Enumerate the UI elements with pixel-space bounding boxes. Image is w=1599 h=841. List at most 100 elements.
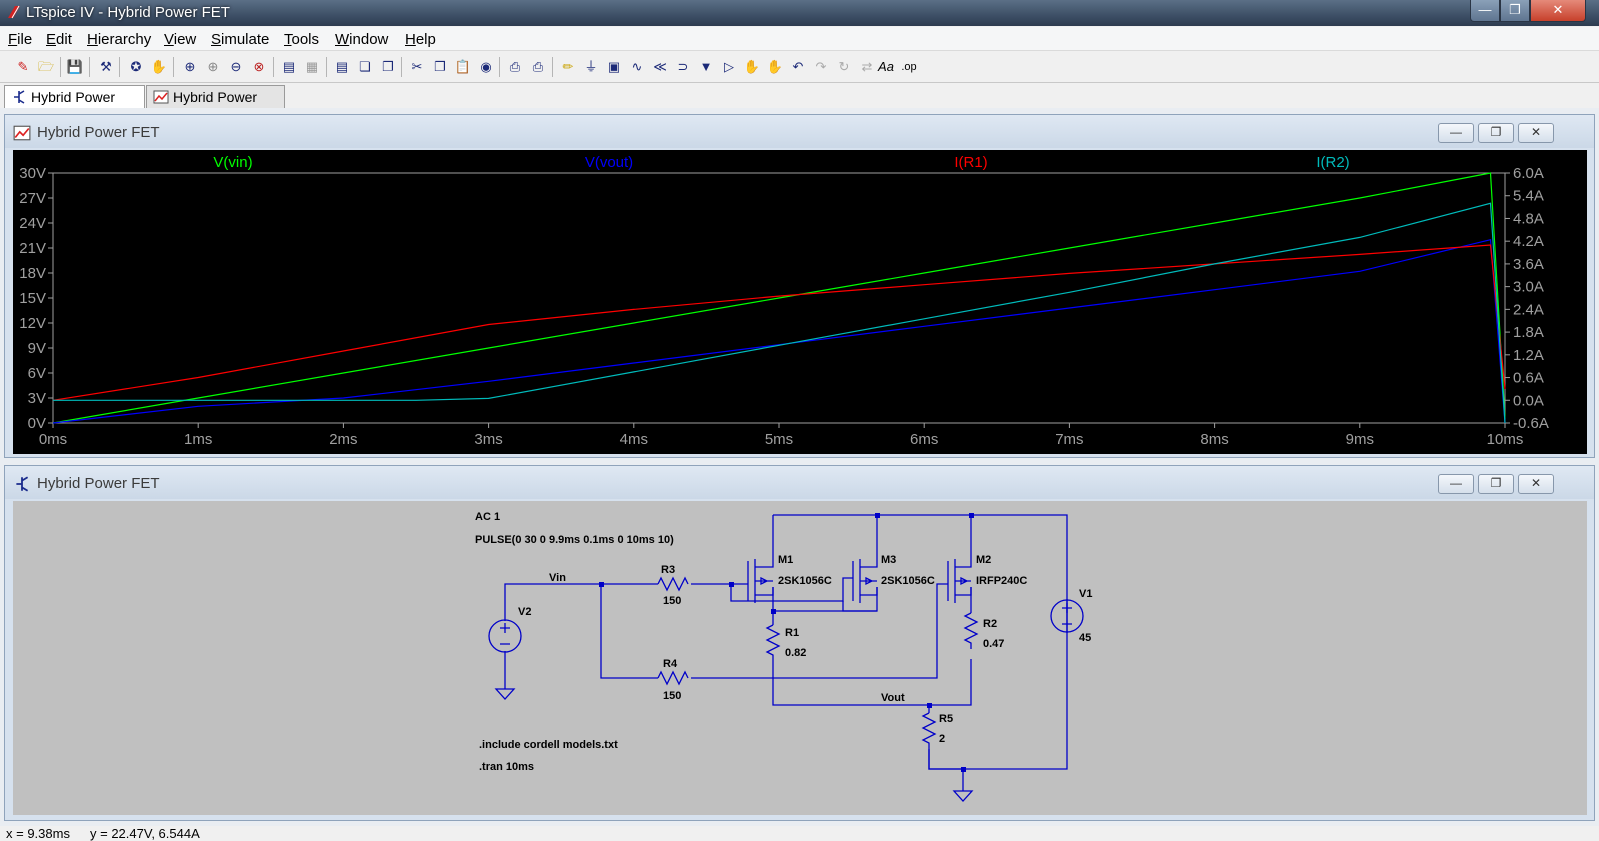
control-panel-icon[interactable]: ⚒ xyxy=(100,59,112,74)
grid-icon[interactable]: ▦ xyxy=(305,59,319,74)
series-line-ir2[interactable] xyxy=(53,202,1506,424)
net-label-vout: Vout xyxy=(881,692,905,704)
left-tick-label: 9V xyxy=(28,340,46,357)
waveform-restore-button[interactable]: ❐ xyxy=(1478,123,1514,143)
series-line-vvout[interactable] xyxy=(52,238,1506,424)
toolbar-separator xyxy=(552,57,553,77)
legend-vvin[interactable]: V(vin) xyxy=(213,154,252,171)
drag-icon[interactable]: ✋ xyxy=(766,59,784,74)
legend-ir2[interactable]: I(R2) xyxy=(1316,154,1349,171)
menu-view[interactable]: View xyxy=(164,31,197,48)
component-icon[interactable]: ▷ xyxy=(724,59,734,74)
autorange-icon[interactable]: ▤ xyxy=(282,59,296,74)
print-icon[interactable]: ⎙ xyxy=(532,59,544,74)
menu-help[interactable]: Help xyxy=(405,31,436,48)
left-tick-label: 18V xyxy=(19,265,46,282)
wire-icon[interactable]: ✏ xyxy=(562,59,574,74)
zoom-out-icon[interactable]: ⊖ xyxy=(230,59,242,74)
schematic-window: Hybrid Power FET — ❐ ✕ xyxy=(4,465,1595,821)
open-folder-icon[interactable]: 🗁 xyxy=(37,59,55,74)
redo-icon[interactable]: ↷ xyxy=(815,59,827,74)
v2-name: V2 xyxy=(518,606,531,618)
tab-schematic[interactable]: Hybrid Power FET xyxy=(4,85,145,121)
r3-value: 150 xyxy=(663,595,681,607)
spice-directive-icon[interactable]: .op xyxy=(901,61,917,73)
r5-name: R5 xyxy=(939,713,953,725)
diode-icon[interactable]: ▼ xyxy=(699,59,713,74)
copy-icon[interactable]: ❐ xyxy=(434,59,446,74)
label-net-icon[interactable]: ▣ xyxy=(607,59,621,74)
series-line-vvin[interactable] xyxy=(52,172,1506,424)
pan-icon[interactable]: ⊕ xyxy=(207,59,219,74)
waveform-window-title: Hybrid Power FET xyxy=(37,124,160,141)
r2-value: 0.47 xyxy=(983,638,1004,650)
schematic-restore-button[interactable]: ❐ xyxy=(1478,474,1514,494)
cascade-icon[interactable]: ❏ xyxy=(359,59,371,74)
m1-value: 2SK1056C xyxy=(778,575,832,587)
r3-name: R3 xyxy=(661,564,675,576)
mirror-icon[interactable]: ⇄ xyxy=(861,59,873,74)
find-icon[interactable]: ◉ xyxy=(480,59,492,74)
left-tick-label: 3V xyxy=(28,390,46,407)
x-tick-label: 7ms xyxy=(1055,431,1083,448)
ltspice-app-icon xyxy=(8,5,20,19)
run-icon[interactable]: ✪ xyxy=(130,59,142,74)
menu-file[interactable]: File xyxy=(8,31,33,48)
tile-horizontal-icon[interactable]: ▤ xyxy=(335,59,349,74)
schematic-canvas[interactable]: AC 1 PULSE(0 30 0 9.9ms 0.1ms 0 10ms 10)… xyxy=(13,501,1587,815)
print-setup-icon[interactable]: ⎙ xyxy=(509,59,521,74)
waveform-window-caption: Hybrid Power FET — ❐ ✕ xyxy=(5,115,1594,148)
zoom-in-icon[interactable]: ⊕ xyxy=(184,59,196,74)
new-schematic-icon[interactable]: ✎ xyxy=(17,59,29,74)
mdi-workspace: Hybrid Power FET — ❐ ✕ V(vin) V(vout) I(R1… xyxy=(0,108,1599,826)
menu-simulate[interactable]: Simulate xyxy=(211,31,270,48)
legend-ir1[interactable]: I(R1) xyxy=(954,154,987,171)
minimize-button[interactable]: — xyxy=(1470,0,1500,22)
zoom-fit-icon[interactable]: ⊗ xyxy=(253,59,265,74)
document-tab-bar: Hybrid Power FET Hybrid Power FET xyxy=(0,84,1599,121)
text-icon[interactable]: Aa xyxy=(878,59,894,74)
tab-waveform[interactable]: Hybrid Power FET xyxy=(146,85,285,121)
halt-icon[interactable]: ✋ xyxy=(150,59,168,74)
menu-edit[interactable]: Edit xyxy=(46,31,72,48)
close-button[interactable]: ✕ xyxy=(1530,0,1586,22)
schematic-minimize-button[interactable]: — xyxy=(1438,474,1474,494)
series-line-ir1[interactable] xyxy=(52,244,1506,401)
x-tick-label: 4ms xyxy=(620,431,648,448)
mosfet-m2 xyxy=(947,559,972,603)
rotate-icon[interactable]: ↻ xyxy=(838,59,850,74)
waveform-icon xyxy=(13,125,31,141)
resistor-r3 xyxy=(657,576,689,592)
menu-tools[interactable]: Tools xyxy=(284,31,320,48)
title-bar: LTspice IV - Hybrid Power FET — ❐ ✕ xyxy=(0,0,1599,26)
v1-value: 45 xyxy=(1079,632,1091,644)
waveform-close-button[interactable]: ✕ xyxy=(1518,123,1554,143)
paste-icon[interactable]: 📋 xyxy=(454,59,472,74)
legend-vvout[interactable]: V(vout) xyxy=(585,154,633,171)
schematic-icon xyxy=(16,476,29,492)
menu-hierarchy[interactable]: Hierarchy xyxy=(87,31,152,48)
ground-icon[interactable]: ⏚ xyxy=(584,59,598,74)
cut-icon[interactable]: ✂ xyxy=(411,59,423,74)
schematic-window-caption: Hybrid Power FET — ❐ ✕ xyxy=(5,466,1594,499)
x-tick-label: 5ms xyxy=(765,431,793,448)
waveform-icon xyxy=(153,90,169,104)
toolbar-separator xyxy=(60,57,61,77)
waveform-minimize-button[interactable]: — xyxy=(1438,123,1474,143)
maximize-button[interactable]: ❐ xyxy=(1500,0,1530,22)
resistor-icon[interactable]: ∿ xyxy=(631,59,643,74)
v1-name: V1 xyxy=(1079,588,1092,600)
save-icon[interactable]: 💾 xyxy=(66,59,84,74)
left-tick-label: 12V xyxy=(19,315,46,332)
inductor-icon[interactable]: ⊃ xyxy=(677,59,689,74)
schematic-drawing[interactable]: AC 1 PULSE(0 30 0 9.9ms 0.1ms 0 10ms 10)… xyxy=(13,501,1587,815)
move-icon[interactable]: ✋ xyxy=(743,59,761,74)
menu-window[interactable]: Window xyxy=(335,31,389,48)
capacitor-icon[interactable]: ≪ xyxy=(653,59,667,74)
tile-vertical-icon[interactable]: ❐ xyxy=(382,59,394,74)
undo-icon[interactable]: ↶ xyxy=(792,59,804,74)
toolbar-separator xyxy=(89,57,90,77)
schematic-close-button[interactable]: ✕ xyxy=(1518,474,1554,494)
